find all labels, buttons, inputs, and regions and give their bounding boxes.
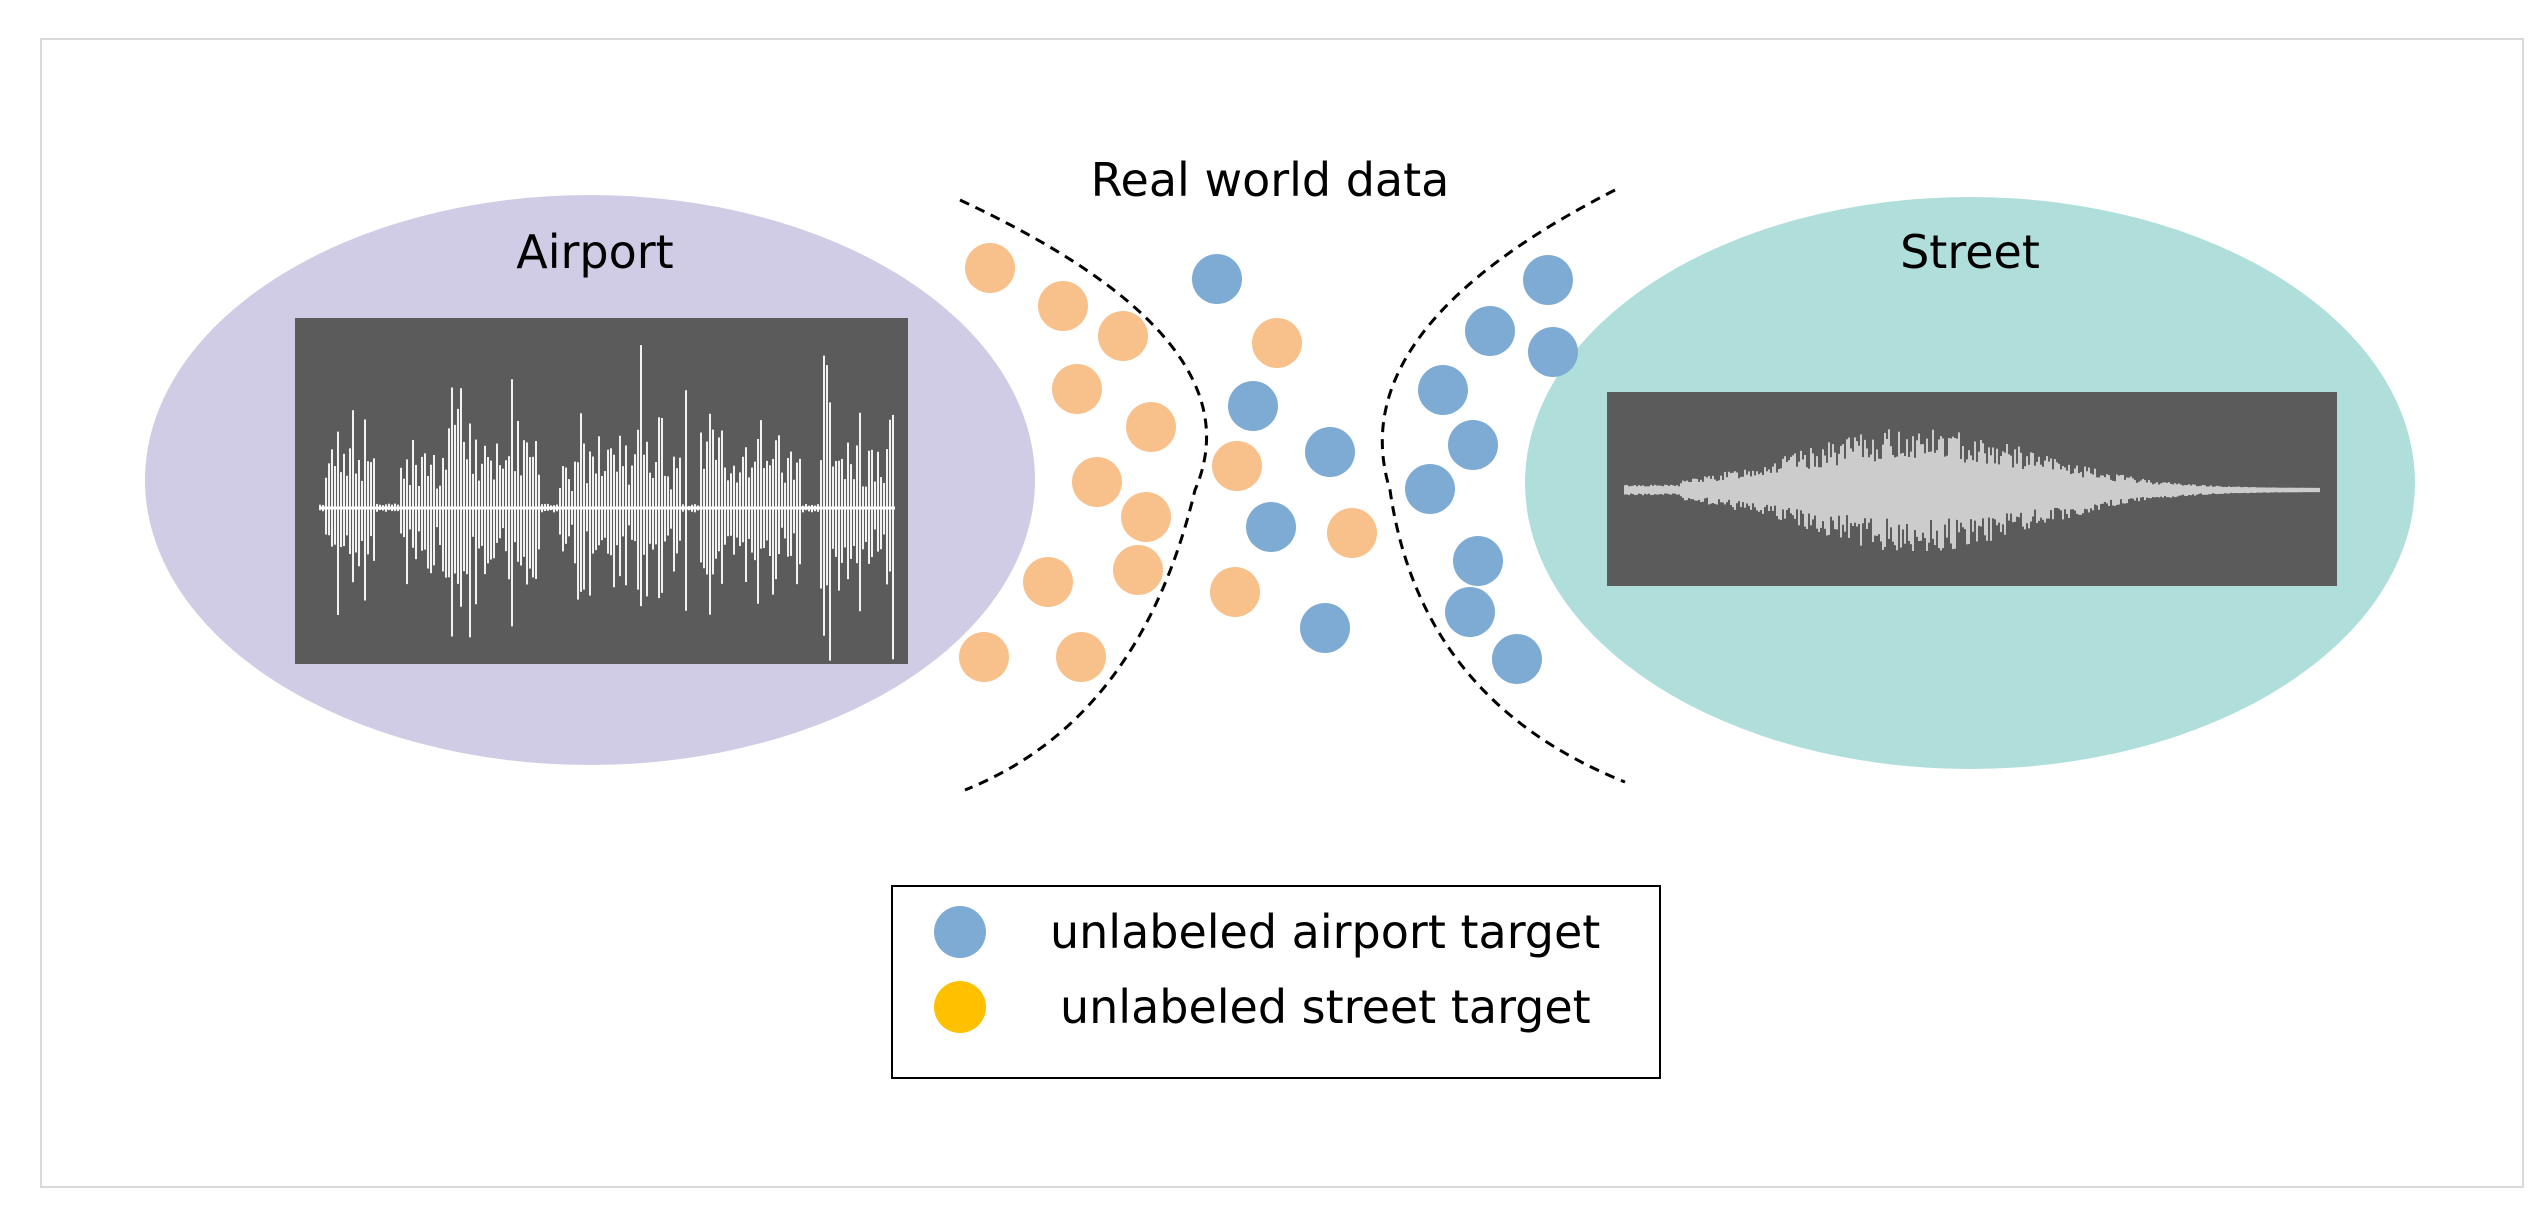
street-data-dot (1038, 281, 1088, 331)
right-dashed-boundary (1380, 188, 1626, 784)
left-dashed-boundary (959, 198, 1209, 792)
legend-airport-label: unlabeled airport target (1050, 905, 1600, 959)
airport-data-dot (1448, 420, 1498, 470)
airport-data-dot (1405, 464, 1455, 514)
airport-data-dot (1528, 327, 1578, 377)
legend-box (891, 885, 1661, 1079)
airport-data-dot (1228, 381, 1278, 431)
airport-data-dot (1445, 587, 1495, 637)
street-data-dot (1212, 441, 1262, 491)
street-data-dot (1098, 311, 1148, 361)
street-data-dot (1121, 492, 1171, 542)
street-data-dot (1056, 632, 1106, 682)
airport-data-dot (1300, 603, 1350, 653)
diagram-title: Real world data (1091, 153, 1450, 207)
figure-frame (40, 38, 2524, 1188)
legend-street-label: unlabeled street target (1060, 980, 1591, 1034)
airport-data-dot (1523, 255, 1573, 305)
airport-data-dot (1246, 502, 1296, 552)
airport-data-dot (1305, 427, 1355, 477)
street-data-dot (1126, 402, 1176, 452)
street-label: Street (1900, 225, 2040, 279)
legend-airport-dot (934, 906, 986, 958)
airport-data-dot (1465, 306, 1515, 356)
airport-data-dot (1418, 365, 1468, 415)
street-data-dot (1072, 457, 1122, 507)
street-data-dot (1210, 567, 1260, 617)
street-data-dot (959, 632, 1009, 682)
street-data-dot (1327, 508, 1377, 558)
street-data-dot (1052, 364, 1102, 414)
street-data-dot (1252, 318, 1302, 368)
airport-data-dot (1453, 536, 1503, 586)
legend-street-dot (934, 981, 986, 1033)
airport-label: Airport (516, 225, 673, 279)
street-waveform (1624, 429, 2320, 551)
airport-data-dot (1192, 254, 1242, 304)
airport-data-dot (1492, 634, 1542, 684)
data-points (959, 243, 1578, 684)
street-data-dot (1023, 557, 1073, 607)
airport-waveform (319, 345, 895, 661)
street-data-dot (1113, 545, 1163, 595)
street-data-dot (965, 243, 1015, 293)
